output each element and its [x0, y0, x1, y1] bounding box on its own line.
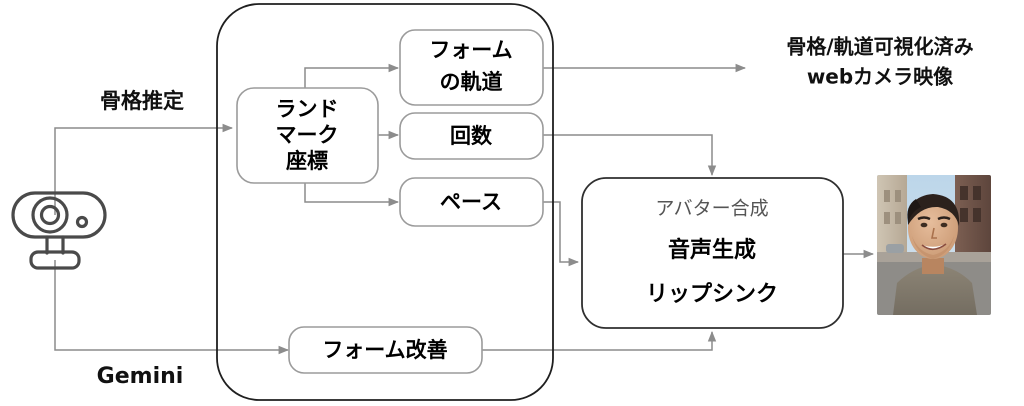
edge-texts: 骨格推定 Gemini — [97, 89, 184, 389]
edge-webcam-to-form-improvement — [54, 260, 290, 355]
visualized-video-label-line1: 骨格/軌道可視化済み — [786, 35, 973, 59]
landmark-box[interactable] — [236, 87, 379, 184]
landmark-label-line2: マーク — [276, 123, 339, 147]
pose-estimation-label: 骨格推定 — [100, 89, 184, 113]
edge-webcam-to-landmark — [54, 123, 234, 215]
lip-sync-label: リップシンク — [646, 282, 778, 307]
node-shapes — [236, 29, 844, 374]
form-improvement-label: フォーム改善 — [322, 338, 447, 362]
pace-box[interactable] — [399, 177, 544, 227]
pace-label: ペース — [440, 190, 502, 214]
form-trajectory-label-line2: の軌道 — [440, 70, 503, 94]
edge-landmark-to-pace — [304, 180, 400, 207]
node-texts: ランド マーク 座標 フォーム の軌道 回数 ペース フォーム改善 アバター合成… — [276, 38, 779, 362]
webcam-icon — [11, 191, 107, 270]
gemini-label: Gemini — [97, 364, 184, 389]
processing-group-container — [216, 3, 554, 401]
edge-form-improvement-to-avatar — [481, 330, 717, 351]
avatar-synthesis-box[interactable] — [581, 177, 844, 329]
form-trajectory-label-line1: フォーム — [429, 38, 512, 62]
landmark-label-line1: ランド — [276, 97, 339, 121]
visualized-video-label-line2: webカメラ映像 — [807, 65, 954, 89]
form-trajectory-box[interactable] — [399, 29, 544, 106]
form-improvement-box[interactable] — [288, 326, 483, 374]
edge-pace-to-avatar — [543, 201, 580, 267]
output-texts: 骨格/軌道可視化済み webカメラ映像 — [786, 35, 973, 89]
landmark-label-line3: 座標 — [286, 149, 328, 173]
rep-count-label: 回数 — [450, 124, 493, 148]
rep-count-box[interactable] — [399, 112, 544, 160]
avatar-synthesis-label: アバター合成 — [655, 198, 768, 220]
avatar-preview-image — [877, 175, 991, 315]
voice-generation-label: 音声生成 — [668, 237, 756, 263]
edge-rep-count-to-avatar — [543, 134, 717, 177]
